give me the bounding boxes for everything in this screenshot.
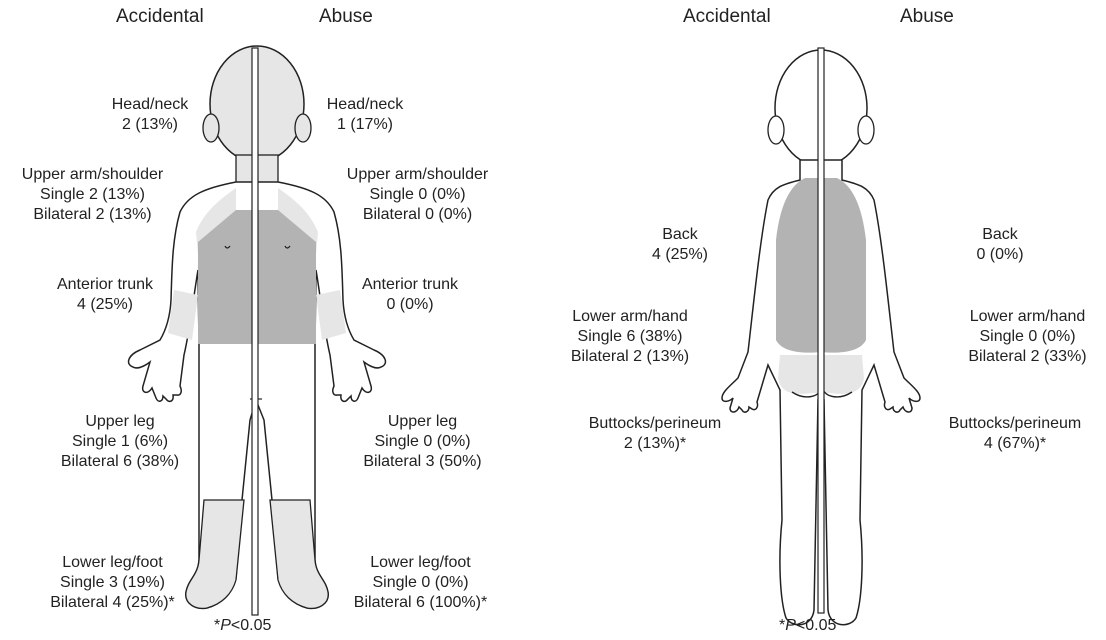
front-abuse-head-neck-label: Head/neck 1 (17%) — [305, 95, 425, 135]
back-accidental-buttocks-label: Buttocks/perineum 2 (13%)* — [570, 414, 740, 454]
front-accidental-upper-arm-label: Upper arm/shoulder Single 2 (13%) Bilate… — [0, 165, 185, 225]
back-footnote: *P<0.05 — [779, 617, 836, 635]
back-abuse-back-label: Back 0 (0%) — [940, 225, 1060, 265]
back-accidental-lower-arm-label: Lower arm/hand Single 6 (38%) Bilateral … — [555, 307, 705, 367]
front-abuse-anterior-trunk-label: Anterior trunk 0 (0%) — [345, 275, 475, 315]
front-abuse-upper-leg-label: Upper leg Single 0 (0%) Bilateral 3 (50%… — [350, 412, 495, 472]
front-lower-leg-right — [270, 500, 328, 608]
front-footnote: *P<0.05 — [214, 617, 271, 635]
back-accidental-back-label: Back 4 (25%) — [620, 225, 740, 265]
front-accidental-head-neck-label: Head/neck 2 (13%) — [90, 95, 210, 135]
front-accidental-lower-leg-label: Lower leg/foot Single 3 (19%) Bilateral … — [30, 553, 195, 613]
front-accidental-upper-leg-label: Upper leg Single 1 (6%) Bilateral 6 (38%… — [50, 412, 190, 472]
front-accidental-anterior-trunk-label: Anterior trunk 4 (25%) — [40, 275, 170, 315]
back-body-figure — [722, 48, 920, 625]
back-abuse-buttocks-label: Buttocks/perineum 4 (67%)* — [930, 414, 1100, 454]
front-abuse-lower-leg-label: Lower leg/foot Single 0 (0%) Bilateral 6… — [333, 553, 508, 613]
back-abuse-lower-arm-label: Lower arm/hand Single 0 (0%) Bilateral 2… — [955, 307, 1100, 367]
front-abuse-upper-arm-label: Upper arm/shoulder Single 0 (0%) Bilater… — [325, 165, 510, 225]
